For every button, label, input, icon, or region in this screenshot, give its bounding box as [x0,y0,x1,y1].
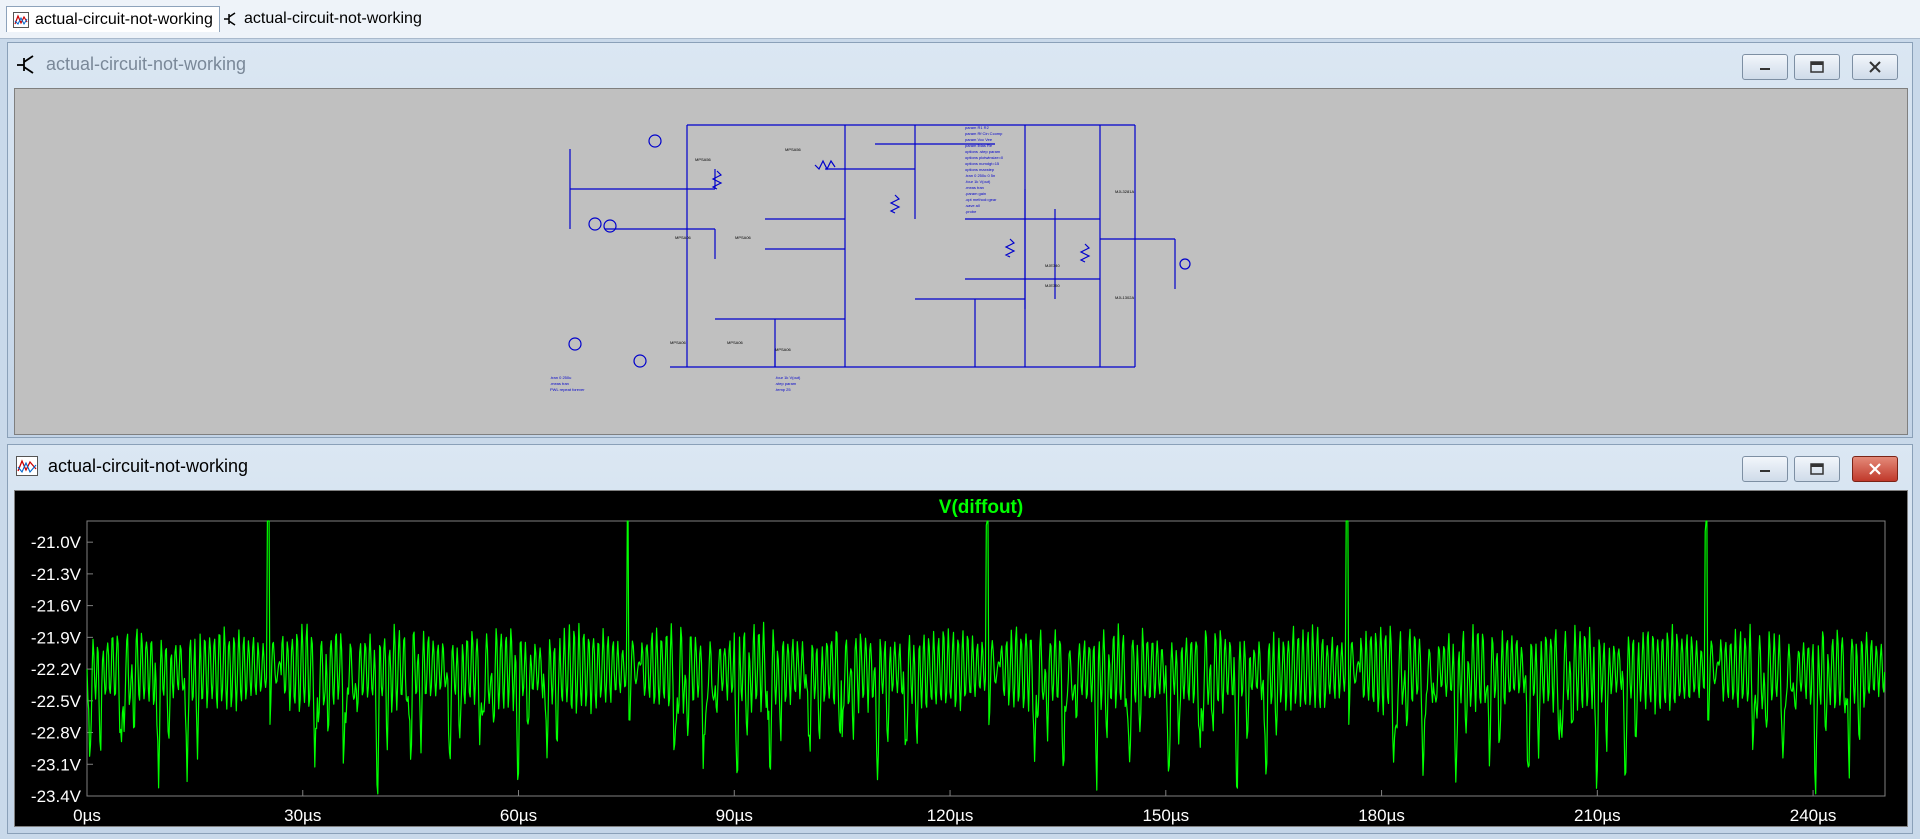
svg-text:MPSA56: MPSA56 [785,147,802,152]
x-tick-label: 30µs [284,806,321,825]
svg-text:MPSA06: MPSA06 [727,340,744,345]
plot-window-titlebar[interactable]: actual-circuit-not-working [8,445,1912,487]
plot-window-title: actual-circuit-not-working [48,455,249,476]
x-tick-label: 60µs [500,806,537,825]
x-tick-label: 240µs [1790,806,1837,825]
schematic-icon [222,11,238,27]
schematic-window: actual-circuit-not-working [7,42,1913,438]
svg-text:MJE340: MJE340 [1045,263,1060,268]
trace-v-diffout [86,520,1886,795]
svg-text:options maxstep: options maxstep [965,167,995,172]
y-tick-label: -21.6V [31,597,82,616]
minimize-icon [1760,470,1770,472]
svg-text:MPSA06: MPSA06 [775,347,792,352]
restore-icon [1810,61,1824,73]
x-tick-label: 120µs [927,806,974,825]
waveform-chart: V(diffout) -21.0V -21.3V -21.6V -21.9V -22.2… [31,497,1886,825]
waveform-plot-pane[interactable]: V(diffout) -21.0V -21.3V -21.6V -21.9V -22.2… [14,490,1908,827]
tab-waveform[interactable]: actual-circuit-not-working [6,6,220,32]
svg-text:MPSA06: MPSA06 [670,340,687,345]
close-button[interactable] [1852,456,1898,482]
svg-text:options .step param: options .step param [965,149,1001,154]
svg-text:param R1 R2: param R1 R2 [965,125,990,130]
minimize-icon [1760,68,1770,70]
x-tick-label: 180µs [1358,806,1405,825]
svg-text:.four 1k V(out): .four 1k V(out) [775,375,801,380]
svg-text:param Ibias Re: param Ibias Re [965,143,993,148]
tab-label: actual-circuit-not-working [244,10,422,27]
y-tick-label: -21.9V [31,628,82,647]
waveform-icon [16,456,38,476]
x-axis: 0µs 30µs 60µs 90µs 120µs 150µs 180µs 210µs 240µs [73,790,1836,825]
y-tick-label: -22.5V [31,692,82,711]
chart-title: V(diffout) [939,497,1023,518]
svg-text:.opt method=gear: .opt method=gear [965,197,997,202]
svg-text:.tran 0 250u: .tran 0 250u [550,375,571,380]
y-tick-label: -21.0V [31,533,82,552]
maximize-button[interactable] [1794,54,1840,80]
x-tick-label: 90µs [716,806,753,825]
svg-text:options numdgt=15: options numdgt=15 [965,161,1000,166]
y-axis: -21.0V -21.3V -21.6V -21.9V -22.2V -22.5V -22.… [31,533,93,806]
y-tick-label: -22.8V [31,724,82,743]
y-tick-label: -22.2V [31,660,82,679]
y-tick-label: -23.4V [31,787,82,806]
svg-text:MPSA56: MPSA56 [695,157,712,162]
svg-text:options plotwinsize=0: options plotwinsize=0 [965,155,1004,160]
maximize-button[interactable] [1794,456,1840,482]
svg-text:MJE350: MJE350 [1045,283,1060,288]
svg-text:.save all: .save all [965,203,980,208]
minimize-button[interactable] [1742,456,1788,482]
svg-text:MPSA06: MPSA06 [735,235,752,240]
plot-frame [86,520,1886,797]
svg-text:PWL repeat forever: PWL repeat forever [550,387,585,392]
tab-schematic[interactable]: actual-circuit-not-working [216,6,428,32]
svg-text:.param gain: .param gain [965,191,986,196]
schematic-canvas[interactable]: param R1 R2 param Rf Cin Ccomp param Vcc… [14,88,1908,435]
svg-text:.probe: .probe [965,209,977,214]
tab-label: actual-circuit-not-working [35,10,213,28]
close-icon [1869,61,1881,73]
svg-text:MJL3281A: MJL3281A [1115,189,1134,194]
x-tick-label: 0µs [73,806,101,825]
y-tick-label: -21.3V [31,565,82,584]
svg-text:.four 1k V(out): .four 1k V(out) [965,179,991,184]
schematic-window-title: actual-circuit-not-working [46,53,247,74]
svg-text:.step param: .step param [775,381,797,386]
close-button[interactable] [1852,54,1898,80]
schematic-window-titlebar[interactable]: actual-circuit-not-working [8,43,1912,85]
svg-text:.meas tran: .meas tran [550,381,569,386]
circuit-schematic-drawing: param R1 R2 param Rf Cin Ccomp param Vcc… [550,124,1191,392]
svg-text:.meas tran: .meas tran [965,185,984,190]
close-icon [1869,463,1881,475]
svg-text:param Rf Cin Ccomp: param Rf Cin Ccomp [965,131,1003,136]
schematic-icon [16,54,36,74]
svg-text:MPSA06: MPSA06 [675,235,692,240]
svg-text:param Vcc Vee: param Vcc Vee [965,137,993,142]
svg-text:MJL1302A: MJL1302A [1115,295,1134,300]
y-tick-label: -23.1V [31,755,82,774]
restore-icon [1810,463,1824,475]
waveform-icon [13,11,29,28]
plot-window: actual-circuit-not-working V(diffout) -2… [7,444,1913,834]
document-tab-bar: actual-circuit-not-working actual-circui… [0,0,1920,39]
minimize-button[interactable] [1742,54,1788,80]
svg-text:.temp 25: .temp 25 [775,387,791,392]
svg-text:.tran 0 250u 0 5n: .tran 0 250u 0 5n [965,173,995,178]
x-tick-label: 150µs [1142,806,1189,825]
x-tick-label: 210µs [1574,806,1621,825]
